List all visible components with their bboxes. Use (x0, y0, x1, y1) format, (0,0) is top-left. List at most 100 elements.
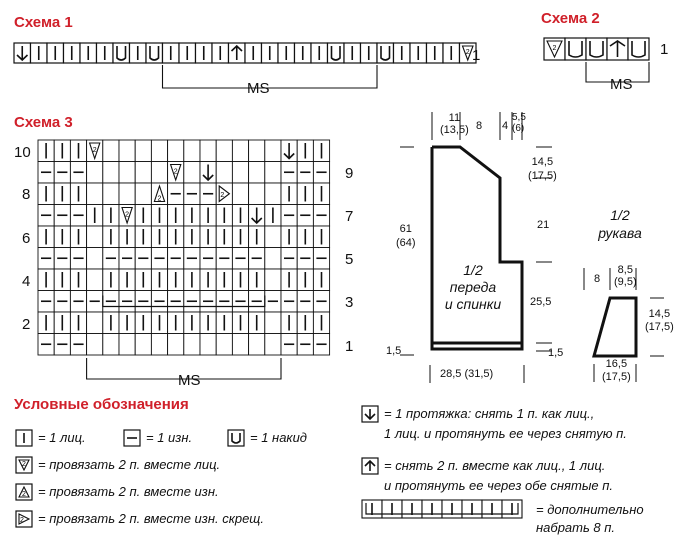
scheme3-cell (264, 182, 282, 205)
scheme3-cell (231, 182, 250, 205)
sleeve-top-dim1: 8 (594, 273, 601, 285)
scheme3-row-4: 4 (22, 273, 31, 290)
svg-text:2: 2 (22, 491, 26, 498)
body-right-dim1: 14,5(17,5) (528, 156, 557, 182)
body-top-dim3: 4 (502, 120, 509, 132)
scheme3-cell (183, 333, 201, 356)
scheme3-cell (167, 139, 185, 162)
svg-text:2: 2 (466, 49, 470, 56)
scheme3-row-10: 10 (14, 144, 31, 161)
sleeve-bottom-dim: 16,5(17,5) (602, 358, 631, 383)
body-top-dim2: 8 (476, 120, 483, 132)
sleeve-outline (592, 296, 638, 358)
scheme3-cell (118, 333, 136, 356)
scheme3-cell (231, 139, 250, 162)
svg-text:2: 2 (22, 461, 26, 468)
scheme3-cell (167, 333, 185, 356)
scheme2-chart: 2 (543, 37, 650, 83)
scheme3-cell (150, 161, 169, 184)
scheme3-cell (150, 333, 169, 356)
body-bottom-right: 1,5 (548, 347, 564, 359)
scheme3-cell (102, 139, 120, 162)
scheme3-cell (86, 225, 104, 248)
body-piece-diagram (400, 112, 552, 383)
scheme1-chart: 2 (13, 42, 477, 89)
svg-text:2: 2 (93, 147, 97, 154)
scheme3-cell (134, 139, 152, 162)
scheme3-cell (86, 247, 104, 270)
scheme3-cell (264, 139, 282, 162)
scheme3-row-3: 3 (345, 294, 354, 311)
scheme3-cell (134, 161, 152, 184)
legend-purl: = 1 изн. (146, 430, 193, 445)
scheme3-cell (215, 139, 233, 162)
scheme3-cell (264, 161, 282, 184)
scheme3-cell (118, 139, 136, 162)
svg-text:2: 2 (20, 517, 24, 524)
scheme3-cell (86, 311, 104, 334)
legend-title: Условные обозначения (14, 396, 189, 413)
legend-cast-on-line2: набрать 8 п. (536, 520, 616, 535)
scheme3-cell (248, 161, 266, 184)
svg-text:2: 2 (158, 196, 162, 203)
body-top-dim1: 11(13,5) (440, 112, 469, 136)
legend-knit: = 1 лиц. (38, 430, 86, 445)
scheme2-repeat-label: MS (610, 76, 633, 93)
sleeve-top-dim2: 8,5(9,5) (614, 264, 637, 288)
scheme3-cell (183, 139, 201, 162)
body-top-dim4: 5,5(6) (512, 112, 526, 134)
scheme1-row-number: 1 (472, 47, 481, 64)
scheme3-cell (264, 268, 282, 291)
scheme3-cell (264, 311, 282, 334)
scheme3-cell (118, 182, 136, 205)
legend-cast-on-bracket (365, 503, 519, 515)
legend-slip1-line1: = 1 протяжка: снять 1 п. как лиц., (384, 406, 595, 421)
scheme3-cell (183, 161, 201, 184)
scheme3-cell (102, 333, 120, 356)
legend-cast-on-line1: = дополнительно (536, 502, 644, 517)
scheme3-cell (134, 333, 152, 356)
scheme3-cell (199, 139, 217, 162)
legend-p2tog-tbl: = провязать 2 п. вместе изн. скрещ. (38, 511, 264, 526)
scheme3-cell (118, 161, 136, 184)
scheme3-cell (248, 182, 266, 205)
scheme3-cell (248, 139, 266, 162)
scheme3-cell (86, 333, 104, 356)
scheme3-row-8: 8 (22, 186, 31, 203)
scheme3-cast-on-bracket (102, 295, 266, 308)
scheme3-cell (102, 182, 120, 205)
scheme3-title: Схема 3 (14, 114, 73, 131)
scheme3-cell (102, 161, 120, 184)
svg-text:2: 2 (174, 168, 178, 175)
body-right-dim2: 21 (537, 219, 550, 231)
scheme2-row-number: 1 (660, 41, 669, 58)
scheme3-row-6: 6 (22, 230, 31, 247)
legend-symbols: 2 2 2 (15, 405, 523, 528)
body-height-total: 61(64) (396, 223, 416, 249)
scheme3-cell (215, 333, 233, 356)
scheme3-cell (264, 247, 282, 270)
svg-text:2: 2 (220, 192, 224, 199)
sleeve-diagram (583, 268, 664, 382)
scheme3-cell (134, 182, 152, 205)
scheme2-cell (627, 37, 650, 61)
scheme3-cell (264, 225, 282, 248)
legend-yo: = 1 накид (250, 430, 307, 445)
legend-slip2-line2: и протянуть ее через обе снятые п. (384, 478, 613, 493)
scheme3-cell (231, 161, 250, 184)
scheme1-repeat-bracket (161, 65, 378, 89)
legend-k2tog: = провязать 2 п. вместе лиц. (38, 457, 221, 472)
scheme3-row-2: 2 (22, 316, 31, 333)
scheme3-row-9: 9 (345, 165, 354, 182)
scheme3-cell (248, 333, 266, 356)
scheme2-title: Схема 2 (541, 10, 600, 27)
scheme3-cell (86, 161, 104, 184)
legend-slip2-line1: = снять 2 п. вместе как лиц., 1 лиц. (384, 458, 606, 473)
scheme3-cell (264, 333, 282, 356)
scheme1-repeat-label: MS (247, 80, 270, 97)
scheme3-cell (231, 333, 250, 356)
scheme3-repeat-label: MS (178, 372, 201, 389)
